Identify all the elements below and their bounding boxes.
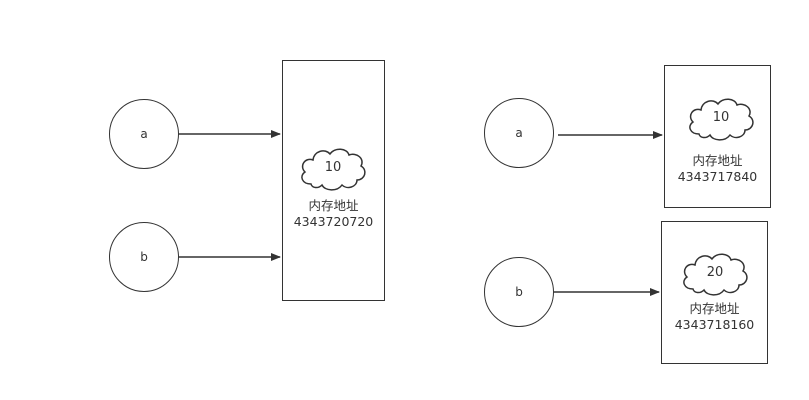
- memory-value: 20: [706, 264, 724, 280]
- value-cloud: 10: [297, 142, 369, 192]
- variable-a-node: a: [109, 99, 179, 169]
- cloud-icon: [683, 253, 748, 296]
- memory-block-b: 20 内存地址 4343718160: [661, 221, 768, 364]
- value-cloud: 10: [685, 92, 757, 142]
- memory-address: 4343718160: [674, 317, 755, 332]
- memory-caption: 内存地址 4343720720: [283, 198, 384, 230]
- memory-address: 4343717840: [677, 169, 758, 184]
- memory-caption: 内存地址 4343717840: [665, 153, 770, 185]
- memory-value: 10: [324, 159, 342, 175]
- memory-block-a: 10 内存地址 4343717840: [664, 65, 771, 208]
- memory-caption: 内存地址 4343718160: [662, 301, 767, 333]
- variable-a-node: a: [484, 98, 554, 168]
- memory-block-shared: 10 内存地址 4343720720: [282, 60, 385, 301]
- memory-label: 内存地址: [308, 198, 359, 213]
- memory-value: 10: [712, 109, 730, 125]
- cloud-icon: [301, 148, 366, 191]
- variable-b-node: b: [484, 257, 554, 327]
- value-cloud: 20: [679, 247, 751, 297]
- memory-label: 内存地址: [692, 153, 743, 168]
- cloud-icon: [689, 98, 754, 141]
- variable-b-node: b: [109, 222, 179, 292]
- memory-label: 内存地址: [689, 301, 740, 316]
- memory-address: 4343720720: [293, 214, 374, 229]
